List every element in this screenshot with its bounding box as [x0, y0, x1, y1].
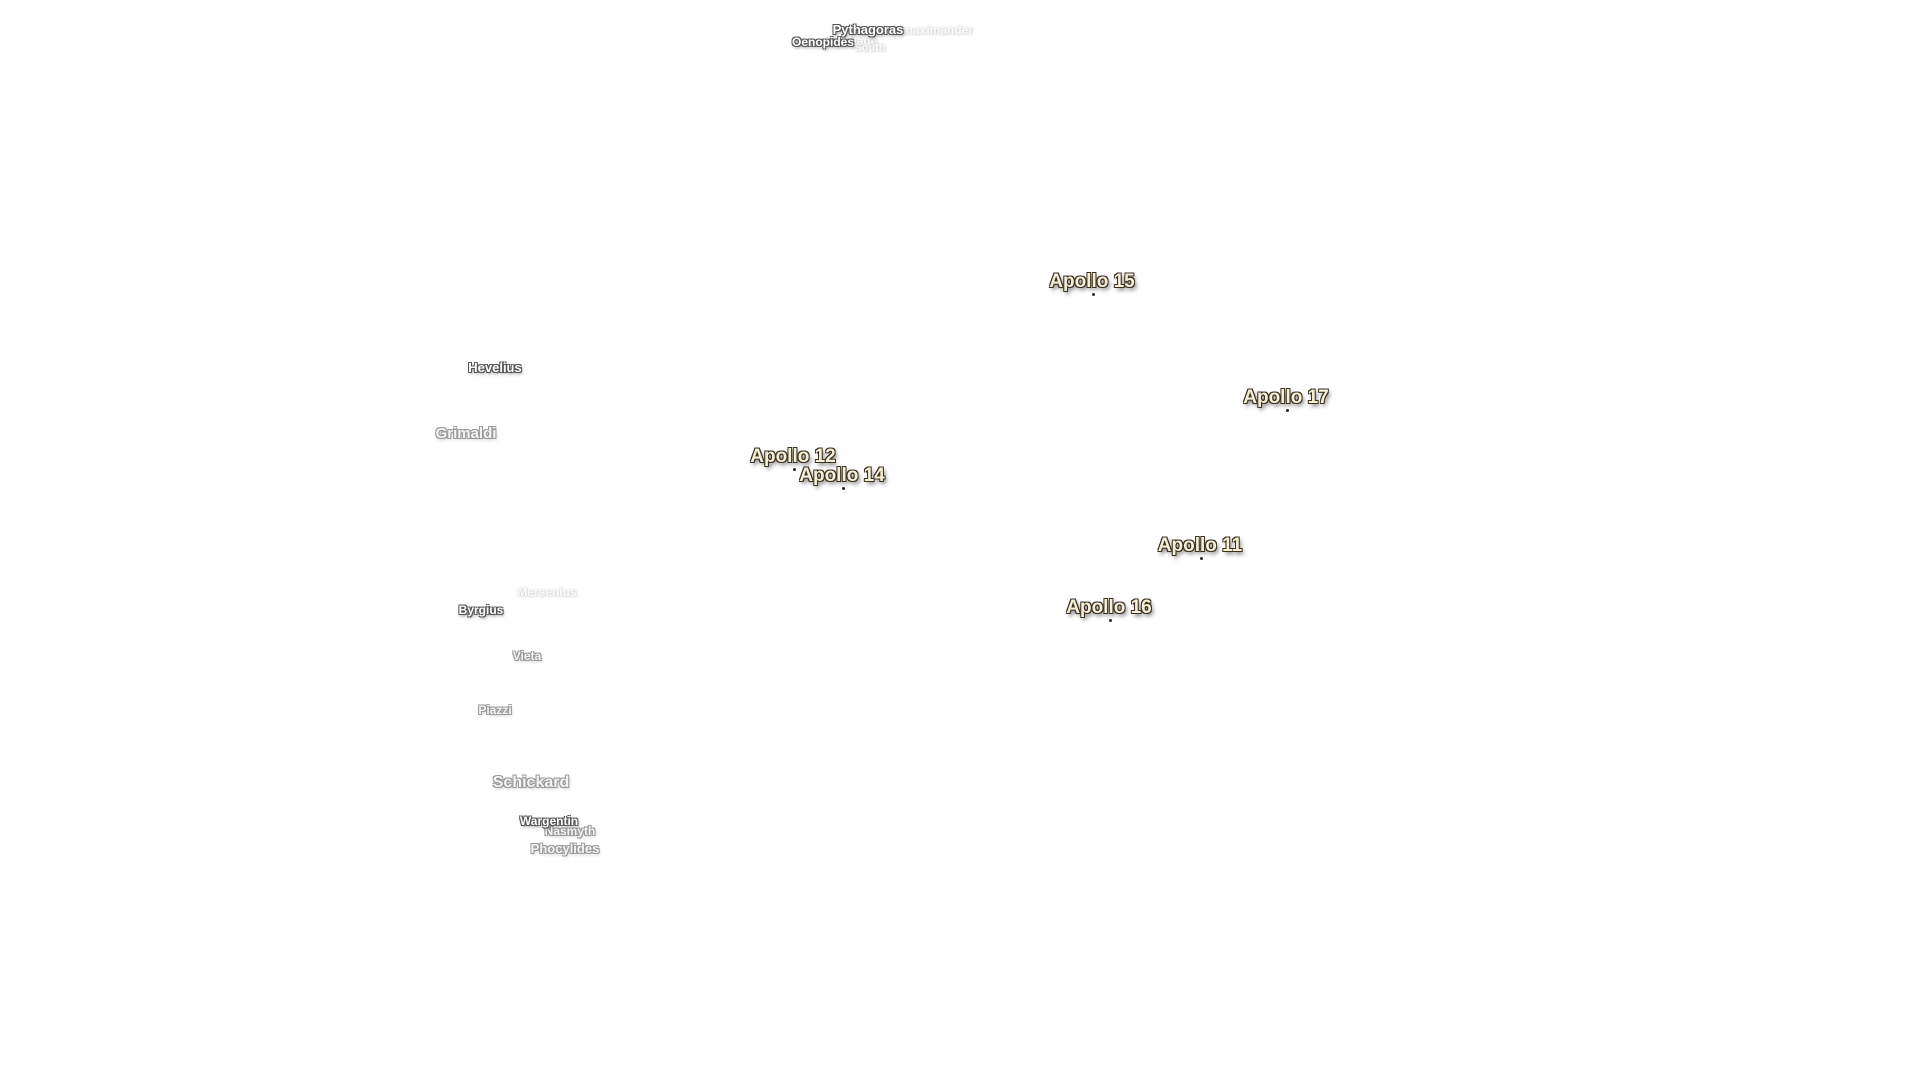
crater-label-schickard[interactable]: Schickard: [492, 774, 570, 791]
landing-site-label[interactable]: Apollo 16: [1066, 597, 1152, 618]
crater-label-pythagoras[interactable]: Pythagoras: [832, 22, 904, 37]
landing-site-label[interactable]: Apollo 11: [1157, 535, 1243, 556]
crater-label-byrgius[interactable]: Byrgius: [458, 603, 504, 617]
landing-site-label[interactable]: Apollo 14: [799, 465, 885, 486]
crater-label-vieta[interactable]: Vieta: [512, 649, 542, 663]
landing-site-marker[interactable]: [1200, 557, 1203, 560]
landing-site-marker[interactable]: [1286, 409, 1289, 412]
landing-site-label[interactable]: Apollo 15: [1049, 271, 1135, 292]
landing-site-marker[interactable]: [842, 487, 845, 490]
crater-label-nasmyth[interactable]: Nasmyth: [544, 824, 596, 838]
crater-label-wargentin[interactable]: Wargentin: [519, 814, 579, 828]
landing-site-label[interactable]: Apollo 12: [750, 446, 836, 467]
crater-label-grimaldi[interactable]: Grimaldi: [435, 425, 497, 442]
crater-label-phocylides[interactable]: Phocylides: [530, 841, 600, 856]
landing-site-marker[interactable]: [1109, 619, 1112, 622]
crater-label-south[interactable]: South: [854, 42, 886, 54]
crater-label-hevelius[interactable]: Hevelius: [468, 360, 522, 375]
crater-label-piazzi[interactable]: Piazzi: [478, 703, 512, 717]
crater-label-mersenius[interactable]: Mersenius: [517, 585, 577, 599]
crater-label-oenopides[interactable]: Oenopides: [791, 35, 855, 49]
crater-label-anaximander[interactable]: Anaximander: [896, 23, 974, 37]
landing-site-marker[interactable]: [793, 468, 796, 471]
landing-site-marker[interactable]: [1092, 293, 1095, 296]
crater-label-babbage[interactable]: Babbage: [826, 34, 878, 48]
landing-site-label[interactable]: Apollo 17: [1243, 387, 1329, 408]
